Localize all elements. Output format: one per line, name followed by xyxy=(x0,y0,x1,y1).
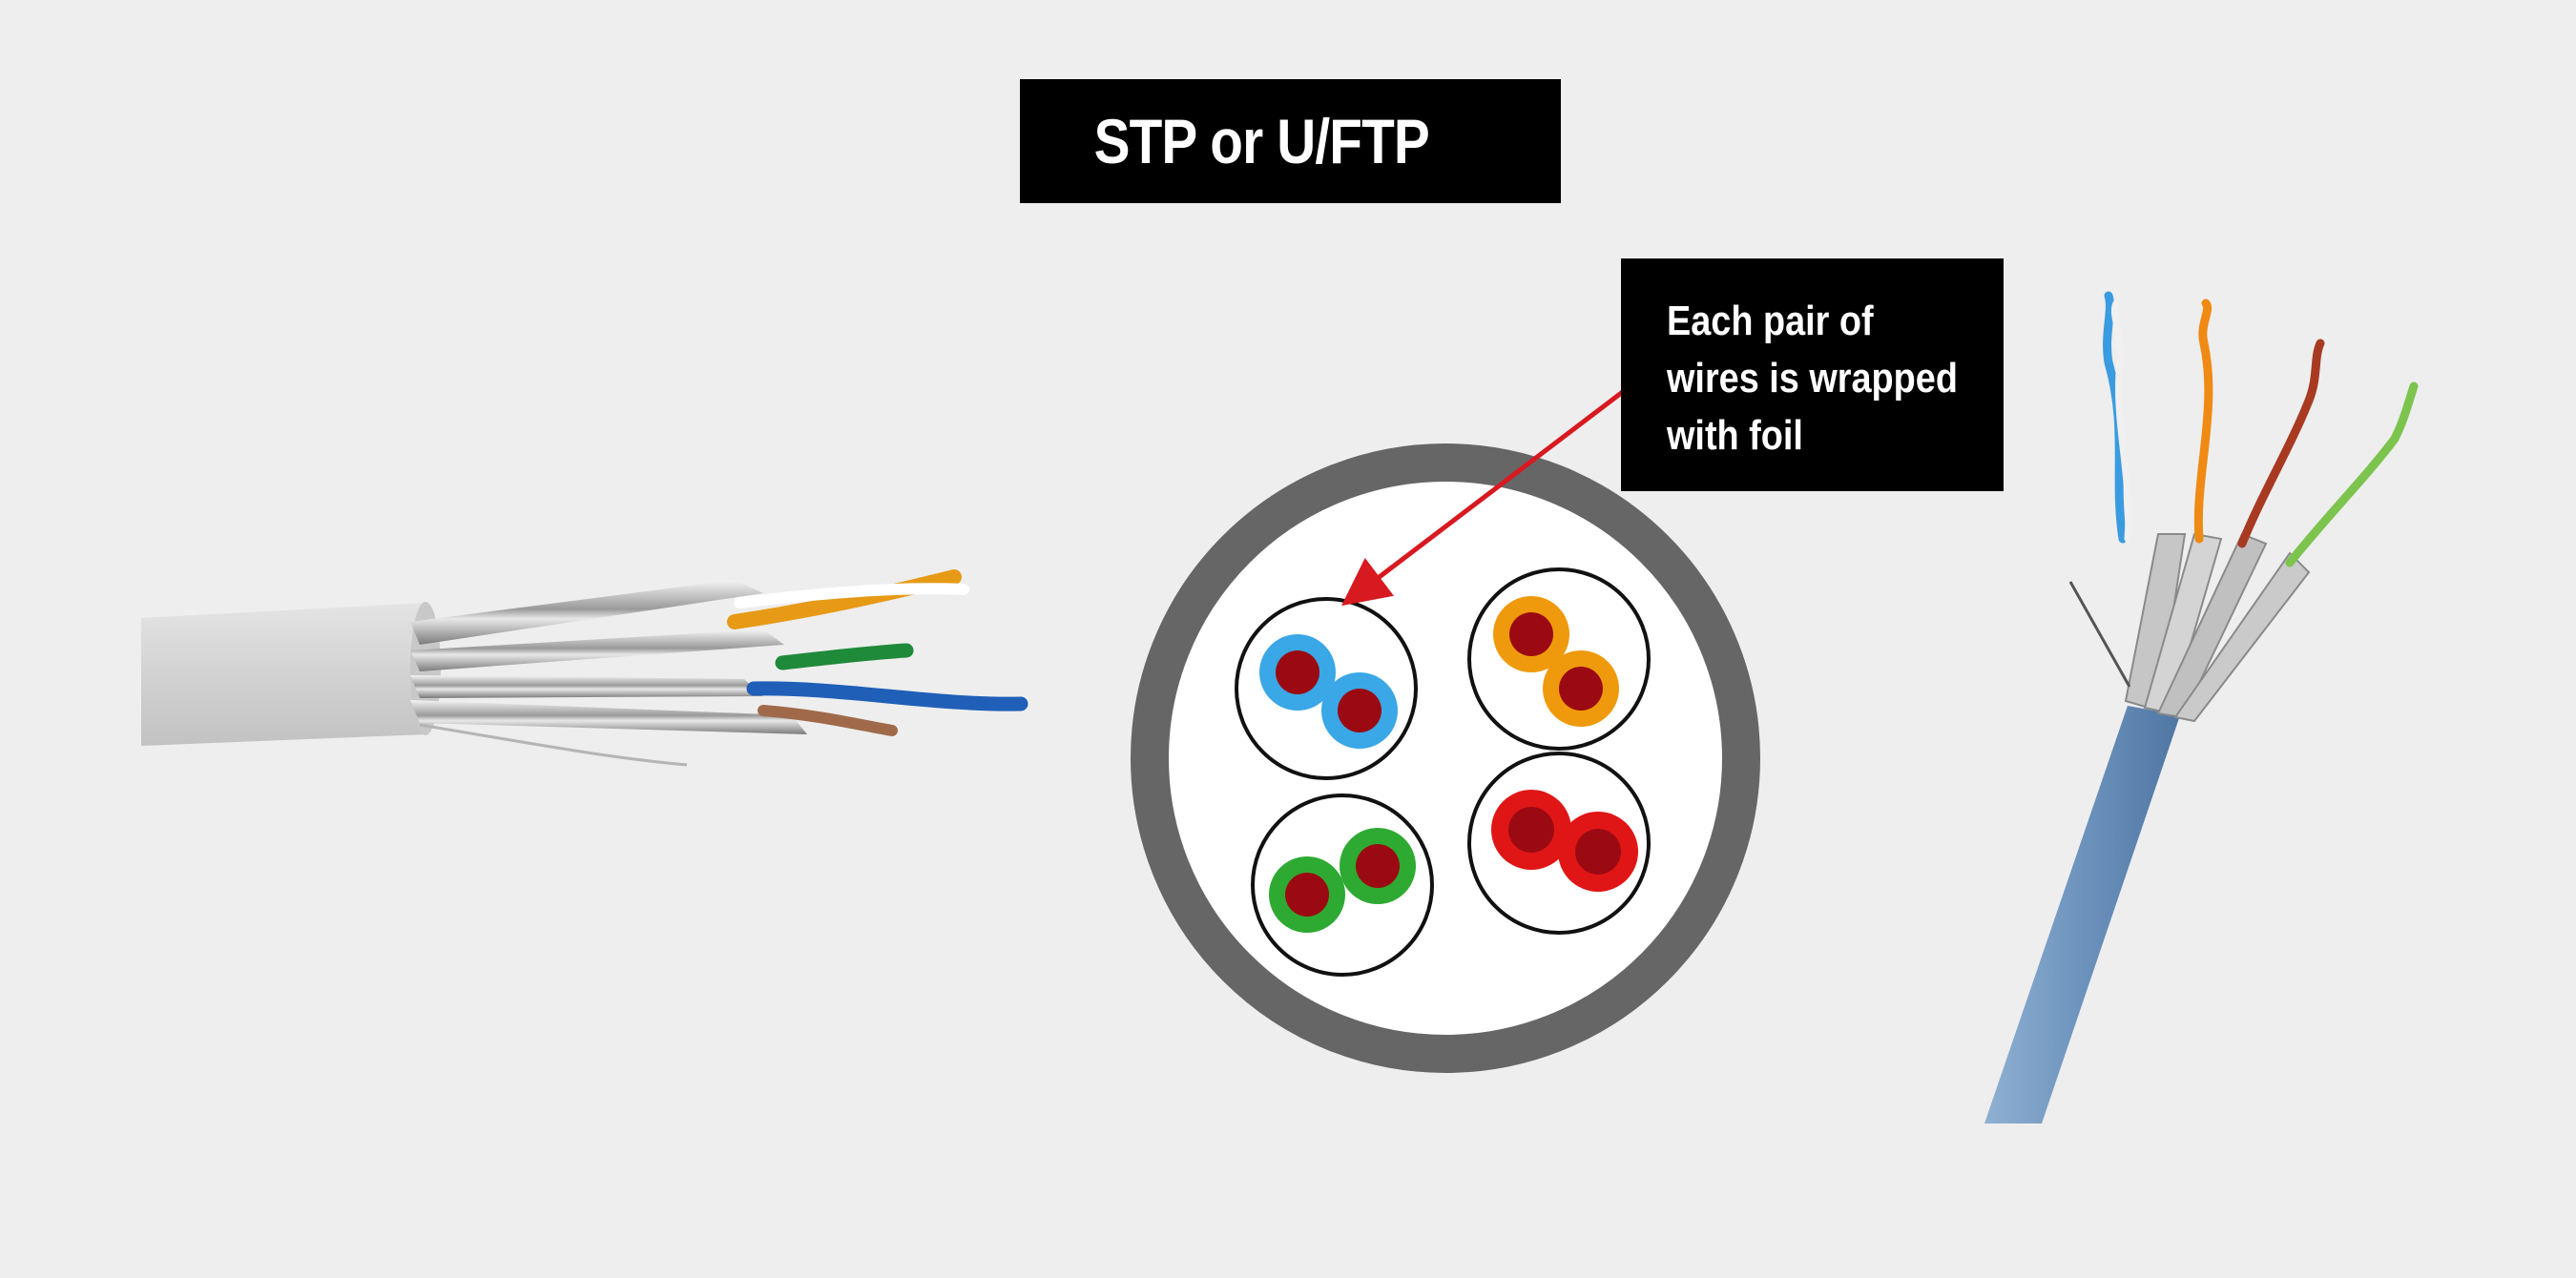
callout-arrow xyxy=(1341,389,1626,607)
foil-pair-4 xyxy=(410,700,807,734)
left-cable-image xyxy=(141,569,1028,767)
foil-shield-3 xyxy=(2156,532,2268,719)
green-pair-wire xyxy=(2285,381,2419,567)
green-wire xyxy=(775,643,914,670)
copper-core xyxy=(1559,667,1603,711)
drain-wire xyxy=(419,723,688,767)
left-cable-jacket xyxy=(141,603,433,746)
green-pair xyxy=(1251,794,1434,977)
copper-core xyxy=(1285,873,1329,917)
cable-jacket-ring xyxy=(1131,443,1760,1073)
brown-pair-wire xyxy=(2237,339,2325,548)
blue-wire xyxy=(746,681,1028,711)
foil-pair-3 xyxy=(410,675,763,698)
orange-pair xyxy=(1467,567,1651,751)
page-title: STP or U/FTP xyxy=(1093,106,1430,176)
foil-shield-4 xyxy=(2173,551,2311,723)
right-cable-image xyxy=(1984,291,2419,1123)
callout-line-3: with foil xyxy=(1667,412,1803,459)
callout-line-1: Each pair of xyxy=(1667,298,1874,344)
brown-wire xyxy=(758,705,898,736)
white-orange-wire xyxy=(734,583,969,608)
drain-wire-right xyxy=(2068,581,2131,688)
callout-label: Each pair of wires is wrapped with foil xyxy=(1621,258,2004,491)
cross-section-diagram xyxy=(1131,443,1760,1073)
title-label: STP or U/FTP xyxy=(1020,79,1561,203)
foil-pair-2 xyxy=(410,629,784,671)
orange-pair-wire xyxy=(2193,299,2213,544)
white-blue-wire xyxy=(2110,299,2132,543)
callout-line-2: wires is wrapped xyxy=(1667,355,1958,402)
blue-pair xyxy=(1235,597,1418,780)
copper-core xyxy=(1509,612,1553,656)
copper-core xyxy=(1338,689,1381,732)
copper-core xyxy=(1356,844,1400,888)
blue-pair-wire xyxy=(2103,291,2128,544)
red-pair xyxy=(1467,752,1651,935)
foil-pair-1 xyxy=(410,580,763,645)
copper-core xyxy=(1276,650,1319,694)
right-cable-jacket xyxy=(1984,706,2180,1123)
copper-core xyxy=(1508,807,1554,853)
copper-core xyxy=(1575,829,1621,875)
